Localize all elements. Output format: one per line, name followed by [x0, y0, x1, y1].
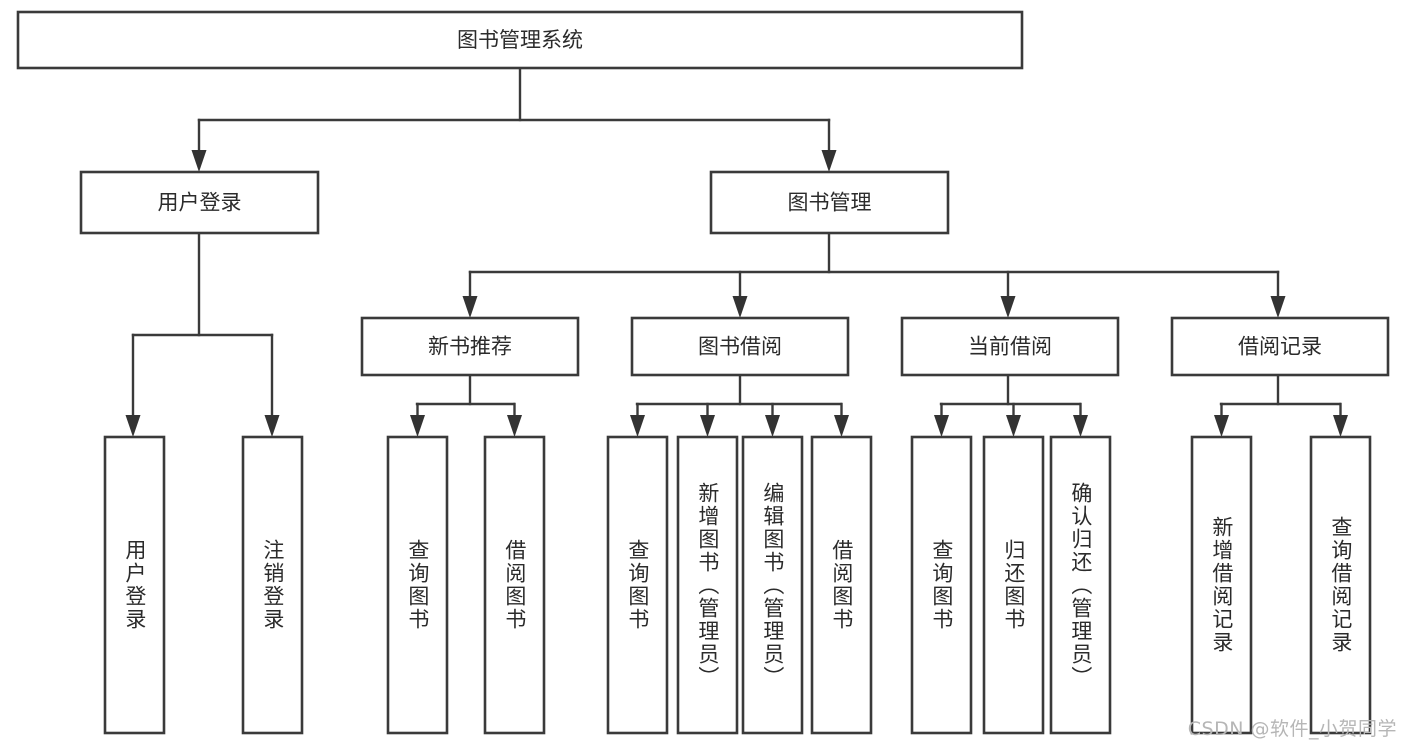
node-book-management-label: 图书管理 — [788, 191, 872, 215]
arrow-to-leaf-query-borrow-record-head — [1333, 415, 1348, 437]
node-leaf-query-borrow-record-box[interactable] — [1309, 435, 1372, 735]
arrow-to-book-management-head — [821, 150, 837, 172]
arrow-to-leaf-add-borrow-record-head — [1214, 415, 1229, 437]
arrow-to-user-login-head — [191, 150, 207, 172]
arrow-to-current-borrow-head — [1000, 296, 1016, 318]
connector-layer — [125, 66, 1348, 437]
node-leaf-query-books-borrow-box[interactable] — [606, 435, 669, 735]
node-user-login-box[interactable] — [79, 170, 320, 235]
node-leaf-borrow-book-box[interactable] — [810, 435, 873, 735]
arrow-to-leaf-return-book-head — [1006, 415, 1021, 437]
node-new-book-recommend-box[interactable] — [360, 316, 580, 377]
arrow-to-leaf-borrow-book-head — [834, 415, 849, 437]
arrow-to-borrow-records-head — [1270, 296, 1286, 318]
node-leaf-user-login-box[interactable] — [103, 435, 166, 735]
root-node-box[interactable] — [16, 10, 1024, 70]
node-book-borrow-box[interactable] — [630, 316, 850, 377]
arrow-to-leaf-confirm-return-admin-head — [1073, 415, 1088, 437]
node-leaf-query-books-recommend-box[interactable] — [386, 435, 449, 735]
arrow-to-leaf-user-login-head — [125, 415, 141, 437]
node-user-login-label: 用户登录 — [158, 191, 242, 215]
node-borrow-records-label: 借阅记录 — [1238, 335, 1322, 359]
arrow-to-leaf-add-book-admin-head — [700, 415, 715, 437]
node-leaf-confirm-return-admin-box[interactable] — [1049, 435, 1112, 735]
arrow-to-leaf-edit-book-admin-head — [765, 415, 780, 437]
node-leaf-borrow-books-recommend-box[interactable] — [483, 435, 546, 735]
node-leaf-logout-login-box[interactable] — [241, 435, 304, 735]
arrow-to-book-borrow-head — [732, 296, 748, 318]
node-leaf-edit-book-admin-box[interactable] — [741, 435, 804, 735]
node-leaf-add-borrow-record-box[interactable] — [1190, 435, 1253, 735]
node-new-book-recommend-label: 新书推荐 — [428, 335, 512, 359]
node-leaf-return-book-box[interactable] — [982, 435, 1045, 735]
node-borrow-records-box[interactable] — [1170, 316, 1390, 377]
node-box-layer — [16, 10, 1390, 735]
node-current-borrow-box[interactable] — [900, 316, 1120, 377]
watermark: CSDN @软件_小贺同学 — [1187, 718, 1397, 740]
arrow-to-leaf-borrow-books-recommend-head — [507, 415, 522, 437]
arrow-to-leaf-logout-login-head — [264, 415, 280, 437]
arrow-to-leaf-query-books-current-head — [934, 415, 949, 437]
node-book-borrow-label: 图书借阅 — [698, 335, 782, 359]
node-book-management-box[interactable] — [709, 170, 950, 235]
arrow-to-new-book-recommend-head — [462, 296, 478, 318]
arrow-to-leaf-query-books-recommend-head — [410, 415, 425, 437]
root-node-label: 图书管理系统 — [457, 28, 583, 52]
arrow-to-leaf-query-books-borrow-head — [630, 415, 645, 437]
node-leaf-add-book-admin-box[interactable] — [676, 435, 739, 735]
node-current-borrow-label: 当前借阅 — [968, 335, 1052, 359]
node-leaf-query-books-current-box[interactable] — [910, 435, 973, 735]
